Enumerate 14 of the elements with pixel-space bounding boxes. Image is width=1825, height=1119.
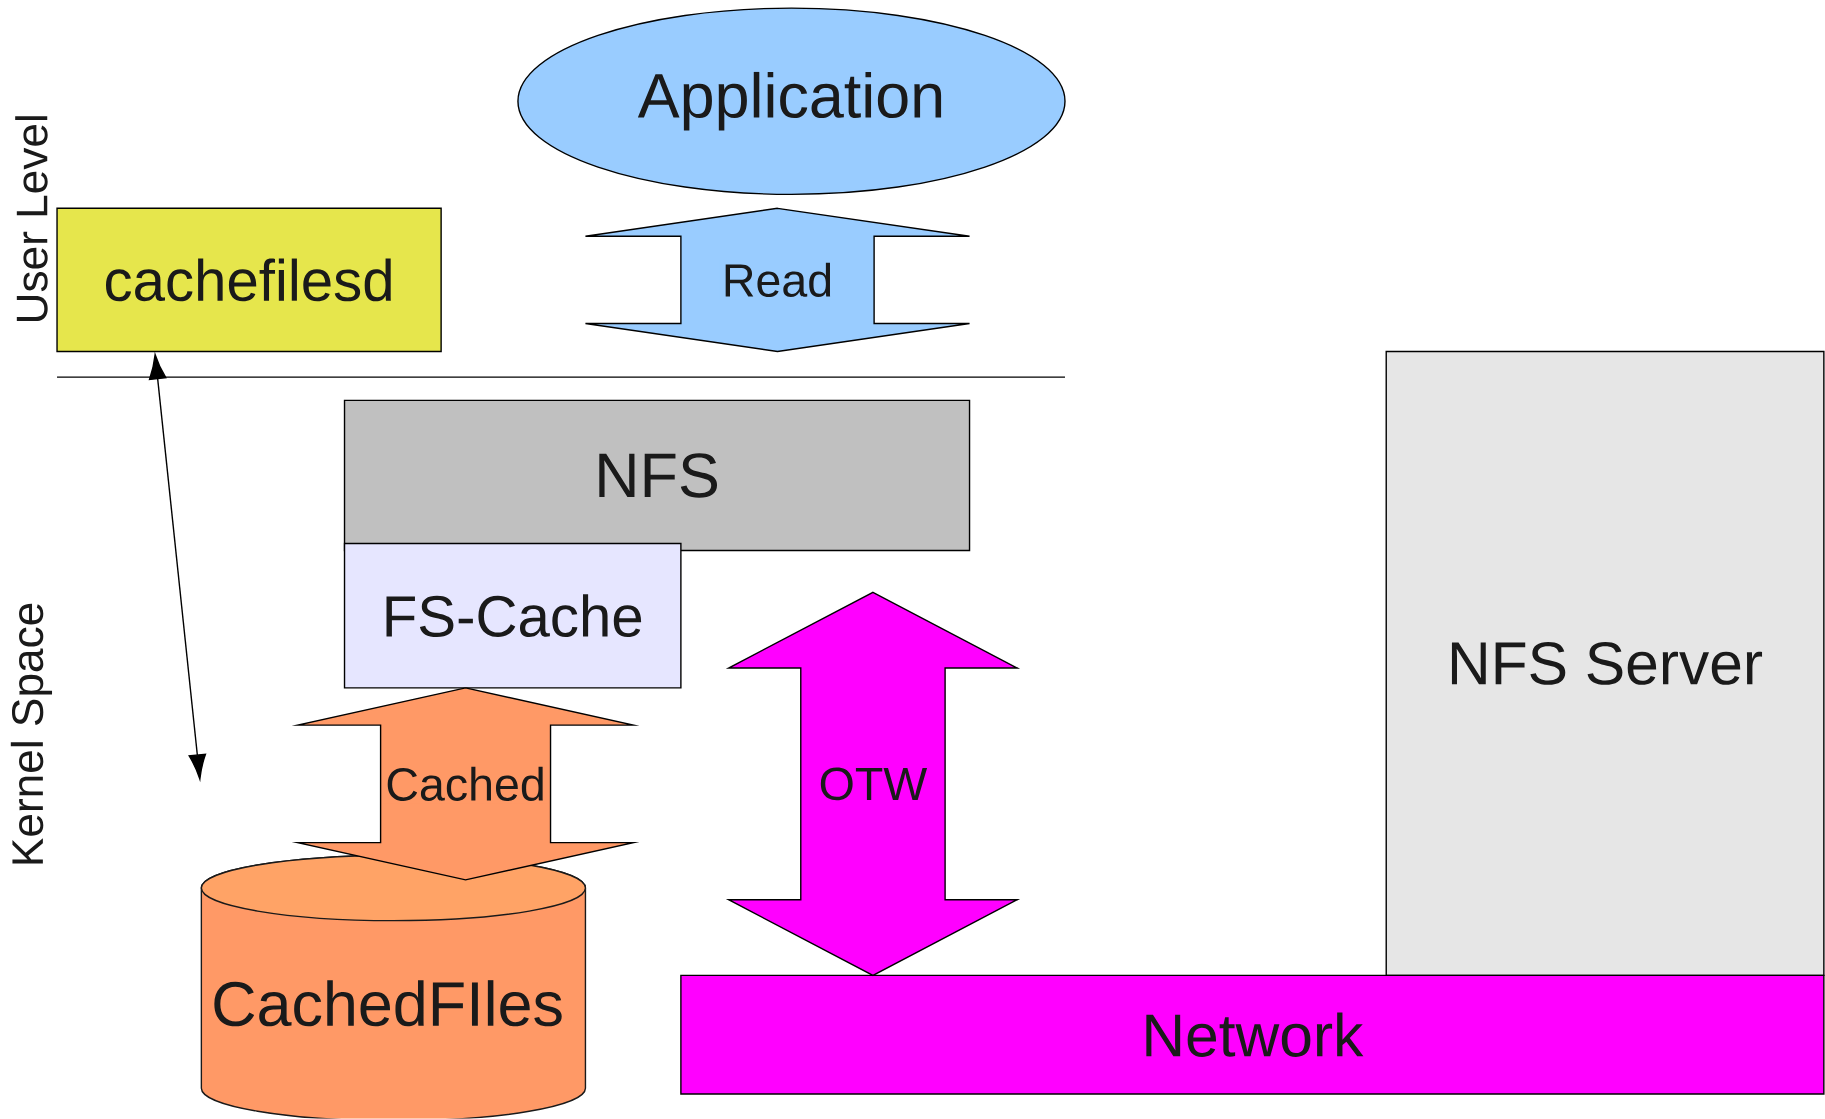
block-arrow — [725, 591, 1021, 977]
component-box: cachefilesd — [56, 207, 442, 353]
component-box: FS-Cache — [343, 543, 682, 689]
node-label: CachedFIles — [214, 980, 562, 1027]
storage-cylinder: CachedFIles — [200, 855, 587, 1119]
component-box: Network — [680, 974, 1825, 1095]
component-box: NFS — [343, 399, 971, 552]
edge-label: Cached — [387, 767, 543, 802]
edge-label: OTW — [820, 767, 928, 801]
level-label: User Level — [15, 116, 48, 322]
arrow — [148, 354, 207, 780]
level-label: Kernel Space — [10, 603, 53, 864]
edge-label: Read — [725, 263, 831, 298]
component-box: NFS Server — [1385, 351, 1825, 977]
